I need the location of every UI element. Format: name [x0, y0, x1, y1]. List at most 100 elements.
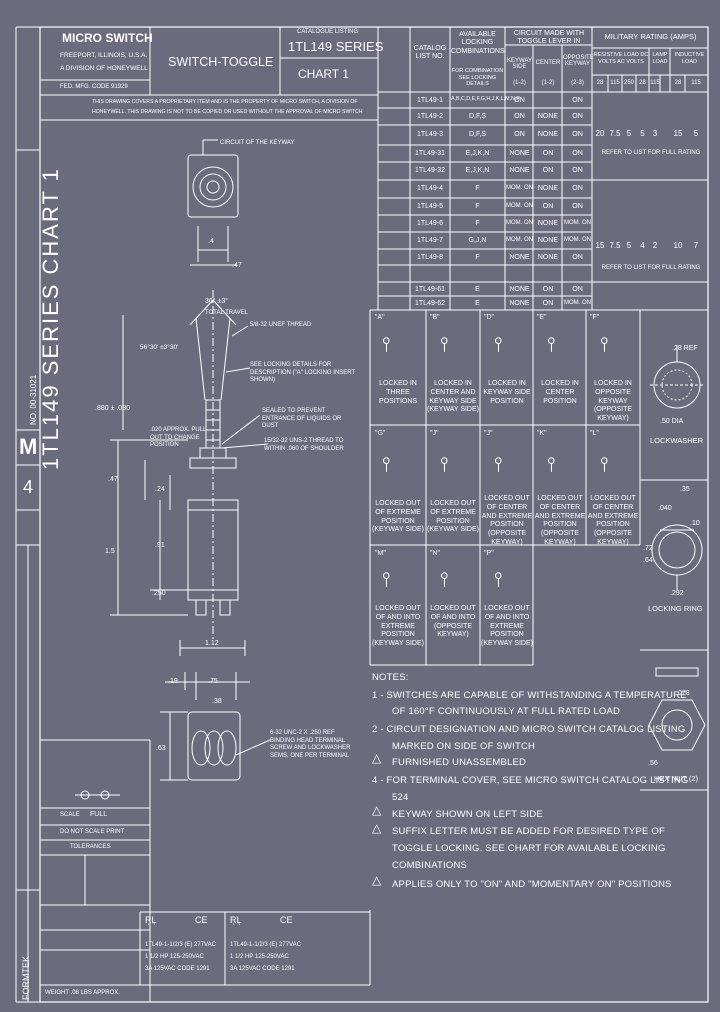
rating-value: 5	[626, 129, 632, 138]
dim-47: .47	[232, 262, 242, 269]
cell-opp: ON	[572, 97, 583, 104]
rating-left: 3A 125VAC CODE 1291	[145, 966, 210, 972]
hex-nut-label: HEX NUT (2)	[654, 774, 699, 783]
dim-75: .75	[208, 678, 218, 685]
ul-logo-icon: ŖĻ	[230, 915, 242, 925]
dim-63: .63	[156, 745, 166, 752]
toggle-lever-icon: ⫯	[494, 569, 503, 591]
scale-value: FULL	[90, 811, 108, 818]
rating-right: 1TL49-1-1/2/3 (E) 277VAC	[230, 942, 301, 948]
rating-value: 5	[693, 129, 699, 138]
catalog-label: CATALOGUE LISTING	[297, 29, 359, 35]
note-6c: COMBINATIONS	[392, 860, 468, 871]
rating-left: 1 1/2 HP 125-250VAC	[145, 954, 204, 960]
toggle-lever-icon: ⫯	[440, 454, 449, 476]
detail-caption: LOCKED OUT OF CENTER AND EXTREME POSITIO…	[587, 495, 639, 546]
rating-value: 7	[693, 241, 699, 250]
toggle-lever-icon: ⫯	[440, 334, 449, 356]
sealed-note: SEALED TO PREVENT ENTRANCE OF LIQUIDS OR…	[262, 408, 342, 429]
rating-value: 7.5	[609, 241, 621, 250]
rating-value: 7.5	[609, 129, 621, 138]
toggle-lever-icon: ⫯	[440, 569, 449, 591]
lockwasher-dim-2: .50 DIA	[660, 418, 684, 425]
detail-caption: LOCKED OUT OF CENTER AND EXTREME POSITIO…	[534, 495, 586, 546]
fed-code: FED. MFG. CODE 91929	[60, 84, 128, 90]
note-5: KEYWAY SHOWN ON LEFT SIDE	[392, 809, 543, 820]
hdr-circuit: CIRCUIT MADE WITH TOGGLE LEVER IN	[513, 30, 585, 45]
toggle-lever-icon: ⫯	[547, 454, 556, 476]
detail-caption: LOCKED OUT OF CENTER AND EXTREME POSITIO…	[481, 495, 533, 546]
detail-caption: LOCKED OUT OF AND INTO EXTREME POSITION …	[372, 605, 424, 647]
ring-dim: .292	[670, 590, 684, 597]
ul-logo-icon: ŖĻ	[145, 915, 157, 925]
cell-locks: F	[475, 203, 480, 210]
cell-locks: F	[475, 254, 480, 261]
cell-locks: E,J,K,N	[465, 167, 490, 174]
cell-list: 1TL49-61	[415, 286, 445, 293]
note-1a: 1 - SWITCHES ARE CAPABLE OF WITHSTANDING…	[372, 690, 687, 701]
detail-caption: LOCKED OUT OF AND INTO EXTREME POSITION …	[481, 605, 533, 647]
note-flag-icon: △	[372, 803, 382, 817]
hdr-center: CENTER	[535, 60, 561, 66]
cell-locks: A,B,C,D,E,F,G,H,J,K,L,M,N,P	[451, 96, 520, 102]
cell-center: NONE	[537, 220, 559, 227]
terminal-note: 6-32 UNC-2 X .250 REF BINDING HEAD TERMI…	[270, 730, 351, 759]
cell-opp: ON	[572, 254, 583, 261]
toggle-lever-icon: ⫯	[494, 334, 503, 356]
thread-1532: 15/32-32 UNS-2 THREAD TO WITHIN .060 OF …	[264, 438, 344, 452]
company-division: A DIVISION OF HONEYWELL	[60, 65, 148, 72]
total-travel: TOTAL TRAVEL	[205, 310, 249, 316]
side-series-title: 1TL149 SERIES CHART 1	[38, 167, 63, 470]
note-6a: SUFFIX LETTER MUST BE ADDED FOR DESIRED …	[392, 826, 665, 837]
detail-id: "L"	[590, 430, 599, 437]
nut-dim: .078	[676, 690, 690, 697]
cell-key: ON	[514, 131, 525, 138]
rating-value: 15	[673, 129, 683, 138]
cell-key: NONE	[509, 286, 530, 293]
detail-caption: LOCKED OUT OF AND INTO (OPPOSITE KEYWAY)	[430, 605, 476, 639]
dim-91: .91	[155, 542, 165, 549]
lockwasher-dim: .28 REF	[672, 345, 698, 352]
side-size: 4	[23, 477, 34, 497]
dim-36: 36° ±3°	[205, 298, 229, 305]
cell-locks: D,F,S	[468, 113, 487, 120]
cell-key: NONE	[509, 254, 530, 261]
cell-list: 1TL49-1	[416, 97, 444, 104]
detail-id: "B"	[430, 314, 440, 321]
volt-header: 250	[623, 80, 634, 86]
hdr-locking: AVAILABLE LOCKING COMBINATIONS	[451, 31, 505, 55]
rating-value: 5	[640, 129, 645, 138]
detail-id: "N"	[430, 550, 441, 557]
cell-list: 1TL49-32	[415, 167, 445, 174]
rating-right: 3A 125VAC CODE 1291	[230, 966, 295, 972]
note-4a: 4 - FOR TERMINAL COVER, SEE MICRO SWITCH…	[372, 775, 689, 786]
nut-dim-2: .56	[648, 760, 658, 767]
weight: WEIGHT .08 LBS APPROX.	[45, 990, 120, 996]
company-name: MICRO SWITCH	[62, 31, 153, 45]
cell-key: ON	[514, 97, 525, 104]
dim-15: 1.5	[105, 548, 115, 555]
detail-id: "F"	[590, 314, 600, 321]
volt-header: 115	[691, 80, 701, 86]
cell-opp: MOM. ON	[564, 300, 591, 306]
detail-id: "E"	[537, 314, 547, 321]
detail-id: "M"	[375, 550, 386, 557]
company-location: FREEPORT, ILLINOIS, U.S.A.	[60, 52, 148, 59]
toggle-lever-icon: ⫯	[600, 334, 609, 356]
cell-center: ON	[542, 300, 554, 307]
ring-dim: .35	[680, 486, 690, 493]
detail-id: "D"	[484, 314, 495, 321]
detail-caption: LOCKED IN KEYWAY SIDE POSITION	[483, 380, 531, 405]
volt-header: 115	[650, 80, 660, 86]
toggle-lever-icon: ⫯	[547, 334, 556, 356]
rating-value: 10	[673, 241, 683, 250]
tolerances: TOLERANCES	[70, 844, 111, 850]
note-2b: MARKED ON SIDE OF SWITCH	[392, 741, 536, 752]
rating-value: 3	[652, 129, 658, 138]
cell-locks: G,J,N	[468, 237, 487, 244]
ce-logo-icon: CE	[280, 915, 293, 925]
chart-number: CHART 1	[298, 67, 349, 81]
ring-dim: .64	[643, 557, 653, 564]
cell-locks: E	[475, 300, 480, 307]
